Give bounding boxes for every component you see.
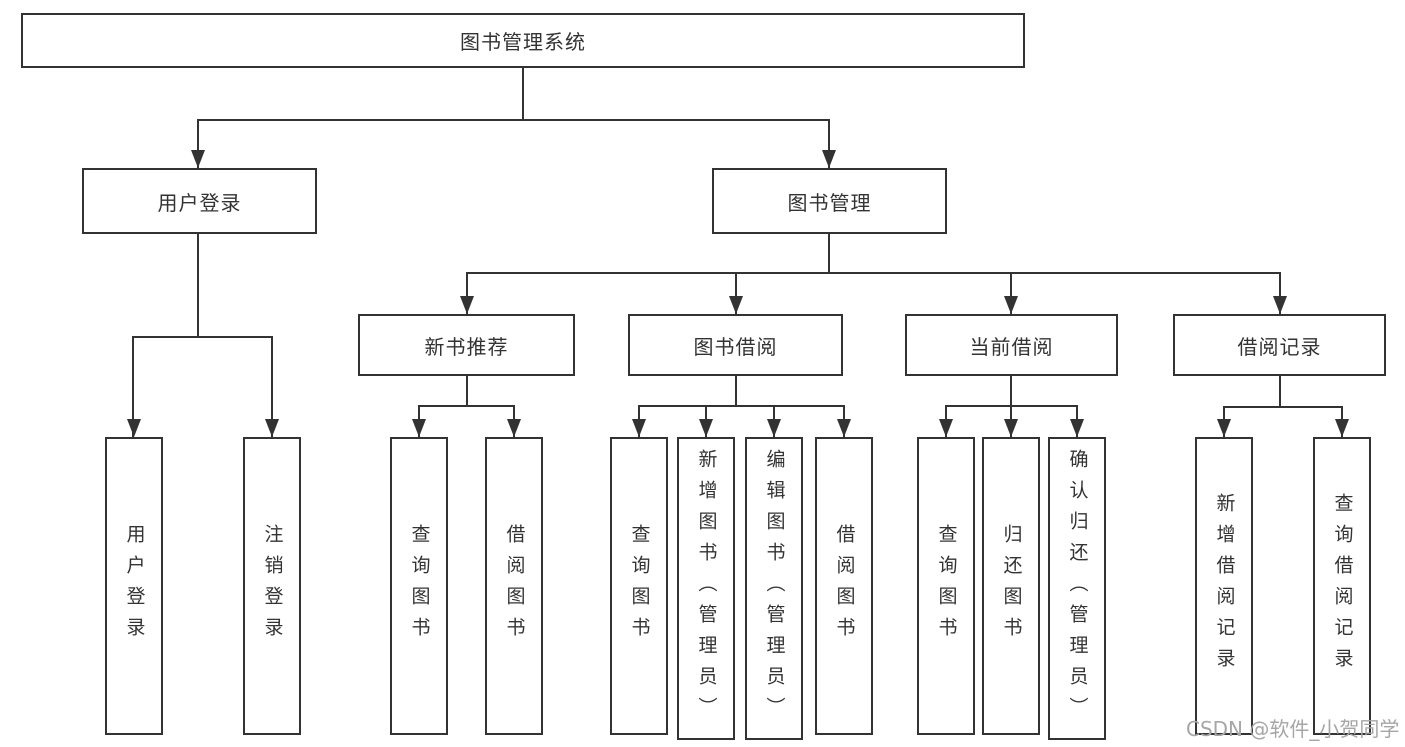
arrowhead-icon <box>1217 419 1231 437</box>
connector-vline <box>1010 272 1012 314</box>
connector-hline <box>466 272 1281 274</box>
node-book-borrow: 图书借阅 <box>628 314 843 376</box>
arrowhead-icon <box>939 419 953 437</box>
node-current-borrow: 当前借阅 <box>905 314 1118 376</box>
arrowhead-icon <box>1273 296 1287 314</box>
node-record-query: 查询借阅记录 <box>1313 437 1371 735</box>
arrowhead-icon <box>1004 296 1018 314</box>
node-borrow-borrow: 借阅图书 <box>815 437 873 735</box>
node-current-confirm-admin: 确认归还（管理员） <box>1048 437 1106 740</box>
node-borrow-query: 查询图书 <box>610 437 668 735</box>
connector-vline <box>1010 376 1012 407</box>
connector-vline <box>466 272 468 314</box>
node-login-user: 用户登录 <box>105 437 163 735</box>
arrowhead-icon <box>729 296 743 314</box>
node-borrow-add-admin: 新增图书（管理员） <box>677 437 735 740</box>
connector-vline <box>522 68 524 121</box>
connector-vline <box>735 376 737 407</box>
arrowhead-icon <box>1070 419 1084 437</box>
node-current-return: 归还图书 <box>982 437 1040 735</box>
connector-vline <box>132 336 134 437</box>
connector-vline <box>271 336 273 437</box>
connector-hline <box>132 336 273 338</box>
connector-vline <box>828 234 830 274</box>
arrowhead-icon <box>412 419 426 437</box>
connector-vline <box>466 376 468 407</box>
node-current-query: 查询图书 <box>917 437 975 735</box>
arrowhead-icon <box>1335 419 1349 437</box>
arrowhead-icon <box>460 296 474 314</box>
arrowhead-icon <box>127 419 141 437</box>
node-borrow-edit-admin: 编辑图书（管理员） <box>745 437 803 740</box>
connector-vline <box>1279 376 1281 408</box>
node-newbook-borrow: 借阅图书 <box>485 437 543 735</box>
node-newbook-query: 查询图书 <box>390 437 448 735</box>
arrowhead-icon <box>632 419 646 437</box>
connector-hline <box>197 119 830 121</box>
connector-vline <box>1279 272 1281 314</box>
connector-vline <box>197 234 199 338</box>
arrowhead-icon <box>507 419 521 437</box>
connector-hline <box>418 405 515 407</box>
node-login-logout: 注销登录 <box>243 437 301 735</box>
node-borrow-record: 借阅记录 <box>1173 314 1386 376</box>
connector-vline <box>828 119 830 168</box>
arrowhead-icon <box>191 150 205 168</box>
node-root: 图书管理系统 <box>21 13 1025 68</box>
arrowhead-icon <box>699 419 713 437</box>
node-new-book-recommend: 新书推荐 <box>358 314 575 376</box>
watermark: CSDN @软件_小贺同学 <box>1186 717 1400 741</box>
node-user-login: 用户登录 <box>82 168 317 234</box>
arrowhead-icon <box>837 419 851 437</box>
connector-vline <box>735 272 737 314</box>
arrowhead-icon <box>265 419 279 437</box>
arrowhead-icon <box>1004 419 1018 437</box>
arrowhead-icon <box>767 419 781 437</box>
node-record-add: 新增借阅记录 <box>1195 437 1253 735</box>
connector-vline <box>197 119 199 168</box>
connector-hline <box>638 405 845 407</box>
node-book-management: 图书管理 <box>712 168 947 234</box>
arrowhead-icon <box>822 150 836 168</box>
connector-hline <box>1223 406 1343 408</box>
